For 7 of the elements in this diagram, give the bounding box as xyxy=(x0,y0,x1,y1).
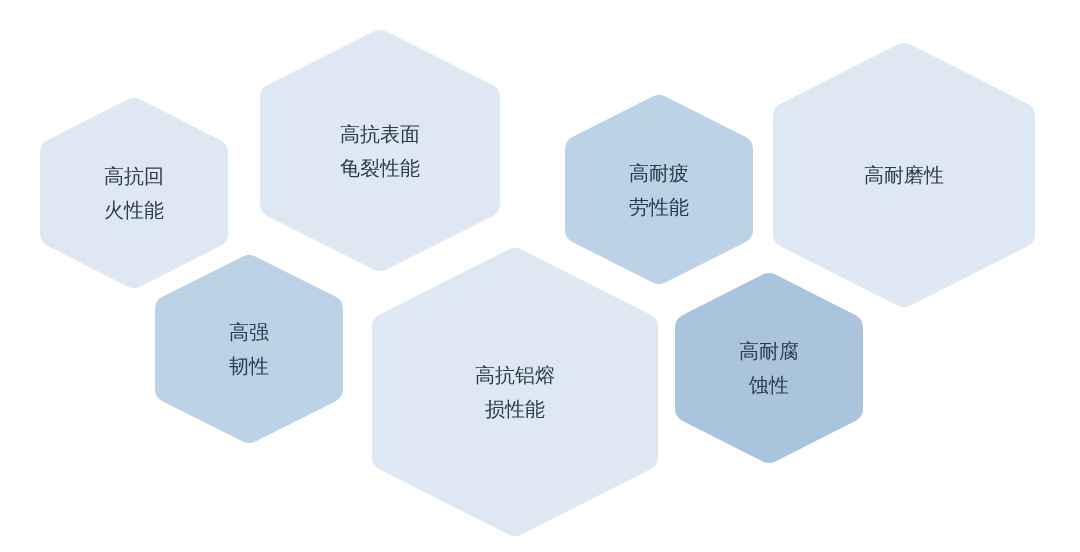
hexagon-label: 高强韧性 xyxy=(228,319,270,380)
hexagon-label: 高抗回火性能 xyxy=(103,163,165,224)
hexagon-label: 高耐腐蚀性 xyxy=(738,338,800,399)
hexagon-label: 高耐疲劳性能 xyxy=(628,159,690,221)
hexagon-label: 高抗表面龟裂性能 xyxy=(339,120,421,182)
hexagon-label: 高耐磨性 xyxy=(863,162,945,189)
hexagon-label: 高抗铝熔损性能 xyxy=(474,362,556,423)
